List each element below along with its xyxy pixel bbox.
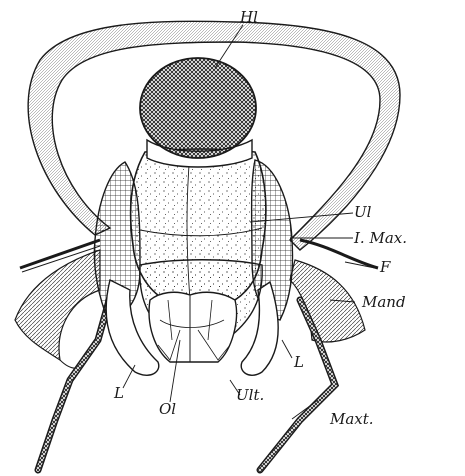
label-mand: Mand — [362, 295, 406, 310]
label-ol: Ol — [159, 402, 176, 417]
label-ult: Ult. — [236, 388, 264, 403]
label-l-left: L — [114, 386, 124, 401]
label-f: F — [380, 260, 390, 275]
head-sphere — [140, 58, 256, 158]
label-l-right: L — [294, 355, 304, 370]
label-i-max: I. Max. — [354, 231, 407, 246]
label-maxt: Maxt. — [330, 412, 374, 427]
label-ul: Ul — [354, 205, 371, 220]
label-hl: Hl — [240, 10, 258, 25]
